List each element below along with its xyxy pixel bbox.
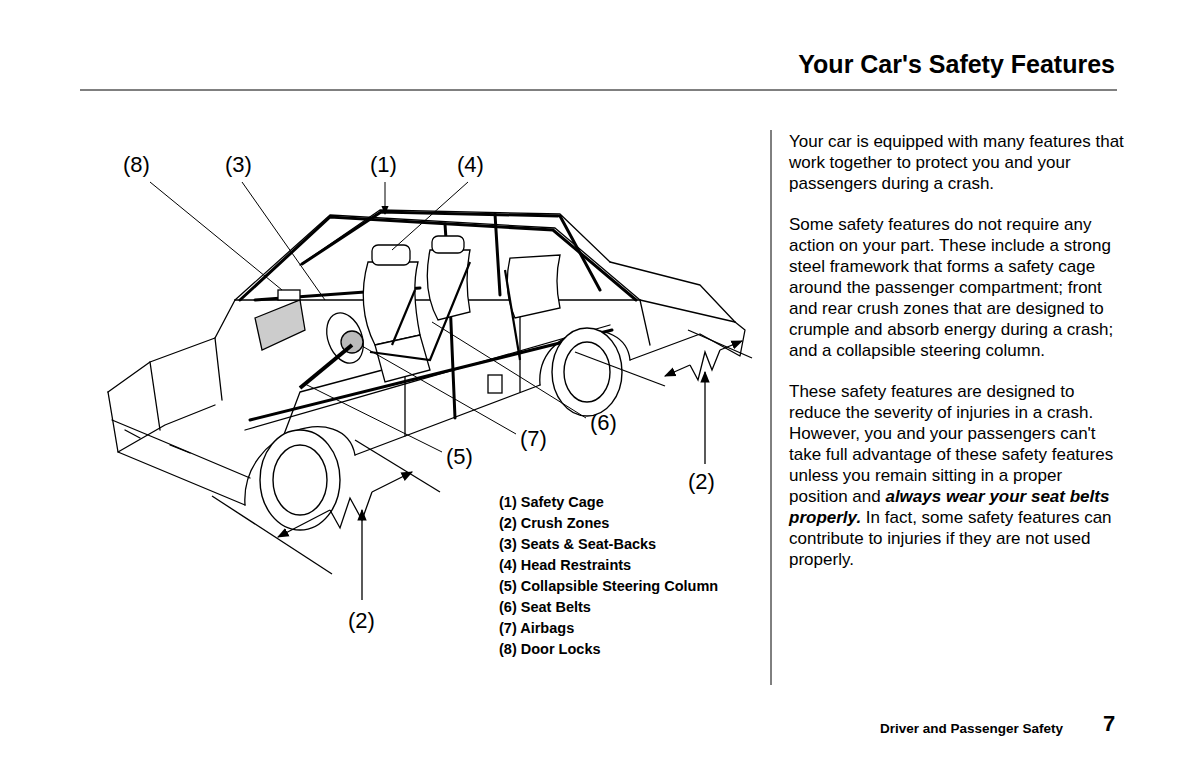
column-rule: [771, 130, 772, 685]
footer-text: Driver and Passenger Safety: [880, 721, 1063, 737]
callout-number: (2): [348, 608, 375, 633]
callout-number: (1): [370, 152, 397, 177]
leader-lines: [150, 182, 586, 452]
seats: [363, 236, 560, 382]
legend-item: (4) Head Restraints: [499, 557, 631, 574]
body-text: Some safety features do not require any …: [789, 215, 1113, 360]
car-body: [108, 210, 745, 505]
legend-item: (2) Crush Zones: [499, 515, 609, 532]
paragraph: Some safety features do not require any …: [789, 214, 1124, 361]
door-lock: [278, 290, 300, 300]
legend-item: (7) Airbags: [499, 620, 574, 637]
body-text: Your car is equipped with many features …: [789, 132, 1124, 193]
callout-number: (2): [688, 469, 715, 494]
callout-number: (7): [520, 426, 547, 451]
steering-column: [300, 345, 352, 388]
legend-item: (3) Seats & Seat-Backs: [499, 536, 656, 553]
page-title: Your Car's Safety Features: [798, 50, 1115, 79]
legend-item: (8) Door Locks: [499, 641, 601, 658]
page-number: 7: [1103, 711, 1115, 736]
text-column: Your car is equipped with many features …: [789, 131, 1124, 590]
callout-number: (5): [446, 444, 473, 469]
legend-item: (6) Seat Belts: [499, 599, 591, 616]
safety-cage: [240, 212, 636, 420]
paragraph: Your car is equipped with many features …: [789, 131, 1124, 194]
legend-item: (1) Safety Cage: [499, 494, 604, 511]
callout-number: (3): [225, 152, 252, 177]
callout-number: (8): [123, 152, 150, 177]
seat-belts: [370, 262, 520, 360]
paragraph: These safety features are designed to re…: [789, 381, 1124, 570]
header-rule: [80, 90, 1117, 91]
callout-number: (4): [457, 152, 484, 177]
wheels: [260, 328, 622, 530]
cockpit: [255, 290, 502, 393]
crush-zone-marks: [212, 330, 752, 600]
legend-item: (5) Collapsible Steering Column: [499, 578, 718, 595]
callout-number: (6): [590, 410, 617, 435]
